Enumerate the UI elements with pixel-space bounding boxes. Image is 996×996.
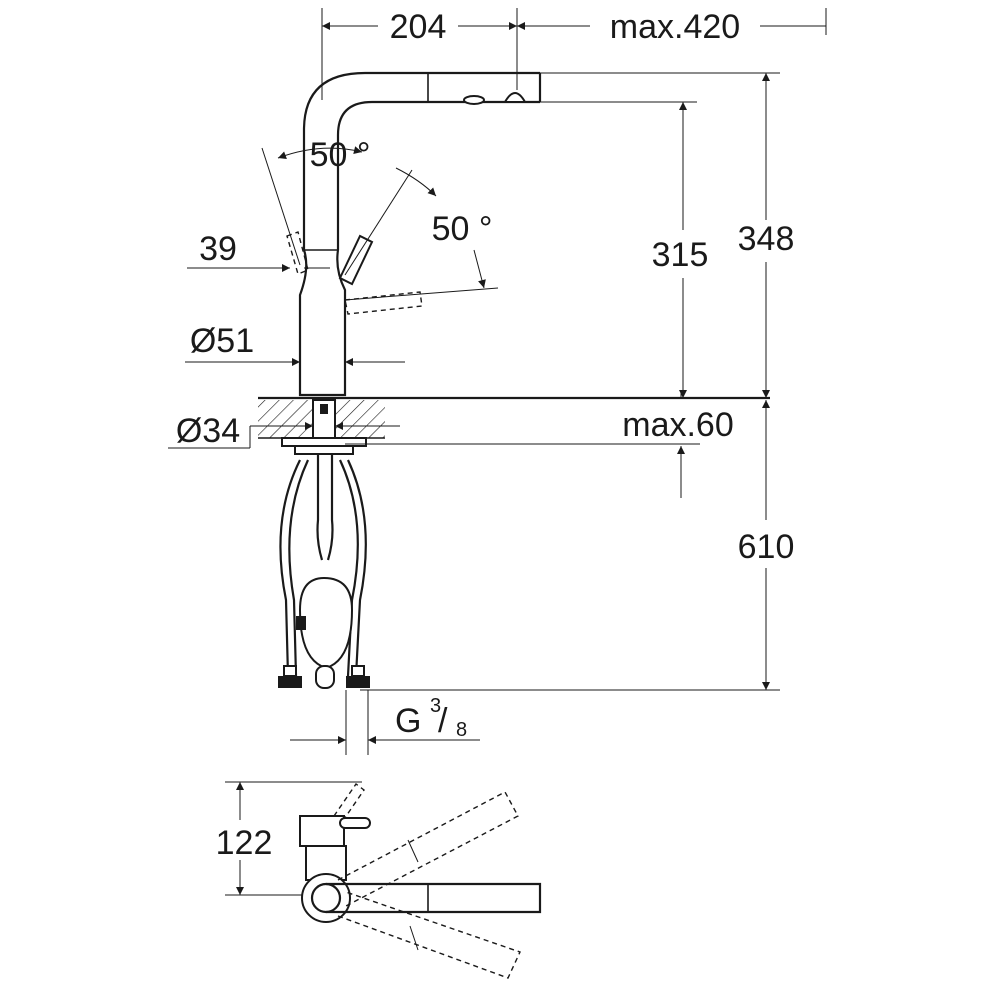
dim-thread-group: G 3 / 8 bbox=[290, 690, 480, 755]
dim-thread-den: 8 bbox=[456, 719, 467, 741]
hoses-and-weight bbox=[278, 454, 370, 689]
top-view: 122 bbox=[216, 781, 542, 979]
dim-max-reach: max.420 bbox=[610, 8, 740, 46]
dim-spout-reach: 204 bbox=[390, 8, 447, 46]
dim-total-height: 348 bbox=[738, 220, 795, 258]
countertop-section bbox=[258, 396, 770, 455]
dim-thread-num: 3 bbox=[430, 695, 441, 717]
dim-outlet-height: 315 bbox=[652, 236, 709, 274]
dim-counter-thickness-group: max.60 bbox=[345, 390, 734, 498]
dim-body-diameter: Ø51 bbox=[190, 322, 254, 360]
dim-top-view-depth: 122 bbox=[216, 824, 273, 862]
faucet-body bbox=[298, 249, 347, 397]
lever-angles: 50 ° 50 ° bbox=[261, 136, 499, 315]
dim-hose-length-group: 610 bbox=[360, 400, 795, 691]
top-dimensions: 204 max.420 bbox=[321, 8, 827, 100]
dim-outlet-height-group: 315 bbox=[652, 102, 709, 398]
dim-base-diameter: Ø34 bbox=[176, 412, 240, 450]
dim-lever-angle-back: 50 ° bbox=[310, 136, 371, 174]
dim-thread-main: G bbox=[395, 702, 421, 740]
dim-hose-length: 610 bbox=[738, 528, 795, 566]
dim-total-height-group: 348 bbox=[738, 73, 795, 398]
dim-lever-offset-group: 39 bbox=[187, 230, 330, 272]
dim-body-diameter-group: Ø51 bbox=[185, 322, 405, 366]
dim-lever-offset: 39 bbox=[199, 230, 237, 268]
faucet-spout bbox=[302, 71, 542, 251]
dim-thread-sep: / bbox=[438, 702, 448, 740]
dim-max-counter-thickness: max.60 bbox=[622, 406, 734, 444]
dim-base-diameter-group: Ø34 bbox=[168, 412, 400, 450]
dim-lever-angle-front: 50 ° bbox=[432, 210, 493, 248]
